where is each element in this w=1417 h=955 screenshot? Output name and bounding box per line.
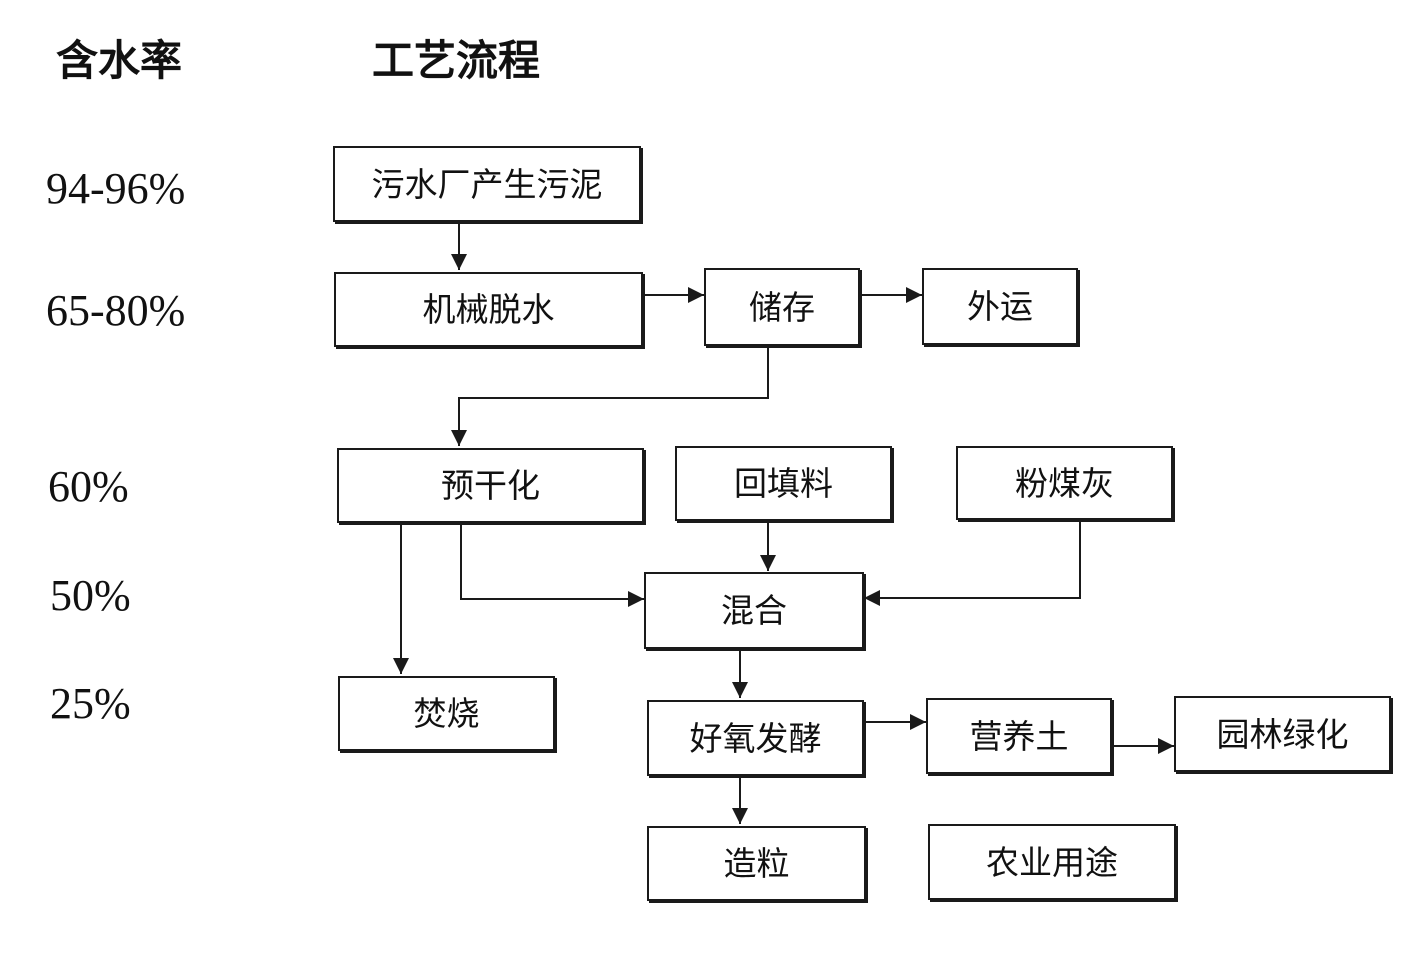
node-landscaping: 园林绿化 [1174, 696, 1391, 772]
node-nutrient-soil: 营养土 [926, 698, 1112, 774]
moisture-level-source: 94-96% [46, 164, 186, 213]
node-storage: 储存 [704, 268, 860, 346]
node-mixing-label: 混合 [721, 591, 787, 630]
node-granulation: 造粒 [647, 826, 866, 901]
node-transport-out-label: 外运 [967, 287, 1033, 326]
node-landscaping-label: 园林绿化 [1216, 714, 1349, 754]
node-storage-label: 储存 [749, 287, 815, 327]
node-predry-label: 预干化 [441, 466, 540, 505]
node-mech-dewater: 机械脱水 [334, 272, 643, 347]
node-mech-dewater-label: 机械脱水 [422, 290, 555, 329]
moisture-level-mixed: 50% [50, 571, 131, 620]
node-backfill-label: 回填料 [734, 464, 833, 503]
node-incineration-label: 焚烧 [413, 694, 480, 733]
node-predry: 预干化 [337, 448, 644, 523]
node-incineration: 焚烧 [338, 676, 555, 751]
node-aerobic-ferment: 好氧发酵 [647, 700, 864, 776]
node-agri-use-label: 农业用途 [986, 842, 1118, 882]
moisture-level-dewatered: 65-80% [46, 286, 186, 335]
node-transport-out: 外运 [922, 268, 1078, 345]
process-column-title: 工艺流程 [372, 36, 541, 85]
arrow-predry-to-mixing [460, 523, 644, 607]
node-granulation-label: 造粒 [723, 844, 790, 883]
moisture-column-title: 含水率 [56, 36, 183, 85]
node-mixing: 混合 [644, 572, 864, 649]
node-backfill: 回填料 [675, 446, 892, 521]
arrow-flyash-to-mixing [864, 520, 1081, 606]
node-sludge-source-label: 污水厂产生污泥 [371, 164, 603, 204]
arrow-storage-to-predry [451, 346, 769, 446]
moisture-level-fermented: 25% [50, 679, 131, 728]
node-aerobic-ferment-label: 好氧发酵 [689, 718, 822, 758]
node-fly-ash-label: 粉煤灰 [1015, 463, 1114, 503]
node-sludge-source: 污水厂产生污泥 [333, 146, 641, 222]
node-agri-use: 农业用途 [928, 824, 1176, 900]
moisture-level-predried: 60% [48, 462, 129, 511]
node-nutrient-soil-label: 营养土 [969, 716, 1069, 756]
node-fly-ash: 粉煤灰 [956, 446, 1173, 520]
